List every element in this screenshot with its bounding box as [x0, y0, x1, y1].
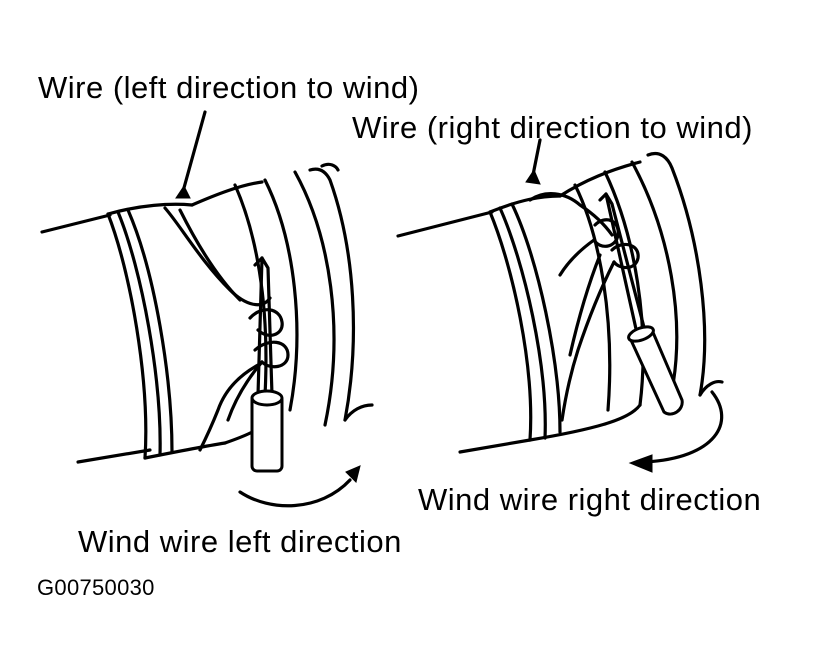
right-wire-tail-2 [568, 253, 602, 357]
right-boot-fold-3 [630, 160, 679, 402]
left-tool-handle-top [250, 389, 284, 407]
left-band-2 [116, 210, 162, 457]
left-wire-pointer [180, 110, 207, 197]
left-tool-shaft [256, 256, 264, 397]
left-band-top [106, 202, 194, 216]
right-hose-bottom-edge [458, 438, 532, 454]
right-band-top [488, 194, 562, 214]
right-boot-lower-lip [698, 379, 724, 397]
right-band-1 [488, 210, 533, 442]
left-boot-top [190, 180, 264, 207]
left-hose-bottom-edge [76, 448, 152, 464]
right-rotation-arrow [643, 390, 724, 464]
right-wire-path-1 [528, 192, 614, 237]
left-rotation-arrow [238, 478, 352, 508]
right-wire-tail-1 [560, 260, 616, 422]
left-tool-tip [253, 256, 274, 397]
right-wire-span-1 [558, 238, 596, 277]
left-wire-pointer-head [175, 185, 191, 199]
right-band-2 [498, 206, 547, 440]
right-band-bottom [528, 422, 607, 442]
left-boot-lip [320, 162, 340, 172]
left-hose-top-edge [40, 213, 112, 234]
right-tool-handle [627, 328, 684, 416]
right-boot-bottom [603, 403, 642, 426]
right-hose-assembly [396, 138, 724, 473]
left-wire-label: Wire (left direction to wind) [38, 70, 420, 105]
right-band-3 [510, 202, 562, 434]
left-boot-fold-3 [293, 170, 336, 427]
right-tool-shaft [604, 192, 640, 340]
left-hose-assembly [40, 110, 374, 508]
right-rotation-arrow-head [628, 454, 653, 473]
left-rotation-arrow-head [345, 465, 361, 483]
left-boot-fold-1 [233, 183, 268, 397]
right-wind-direction-label: Wind wire right direction [418, 482, 762, 517]
right-wire-pointer-head [525, 168, 541, 185]
right-boot-rim [646, 151, 707, 397]
right-tool-handle-top [627, 325, 655, 343]
left-band-3 [126, 208, 174, 454]
right-wire-loop-1 [592, 218, 620, 248]
figure-code: G00750030 [37, 575, 155, 600]
left-wire-tail-1 [198, 363, 260, 452]
left-boot-rim [308, 167, 356, 422]
left-band-bottom [143, 441, 227, 460]
right-tool-tip [598, 192, 648, 337]
right-hose-top-edge [396, 210, 494, 238]
left-boot-lower-lip [343, 403, 374, 422]
left-band-1 [106, 212, 148, 460]
left-wire-path-1 [163, 206, 272, 307]
left-wind-direction-label: Wind wire left direction [78, 524, 402, 559]
right-boot-fold-2 [603, 170, 645, 407]
right-boot-top [558, 160, 642, 198]
left-wire-path-2 [178, 208, 242, 302]
left-boot-fold-2 [263, 178, 299, 412]
right-wire-label: Wire (right direction to wind) [352, 110, 753, 145]
